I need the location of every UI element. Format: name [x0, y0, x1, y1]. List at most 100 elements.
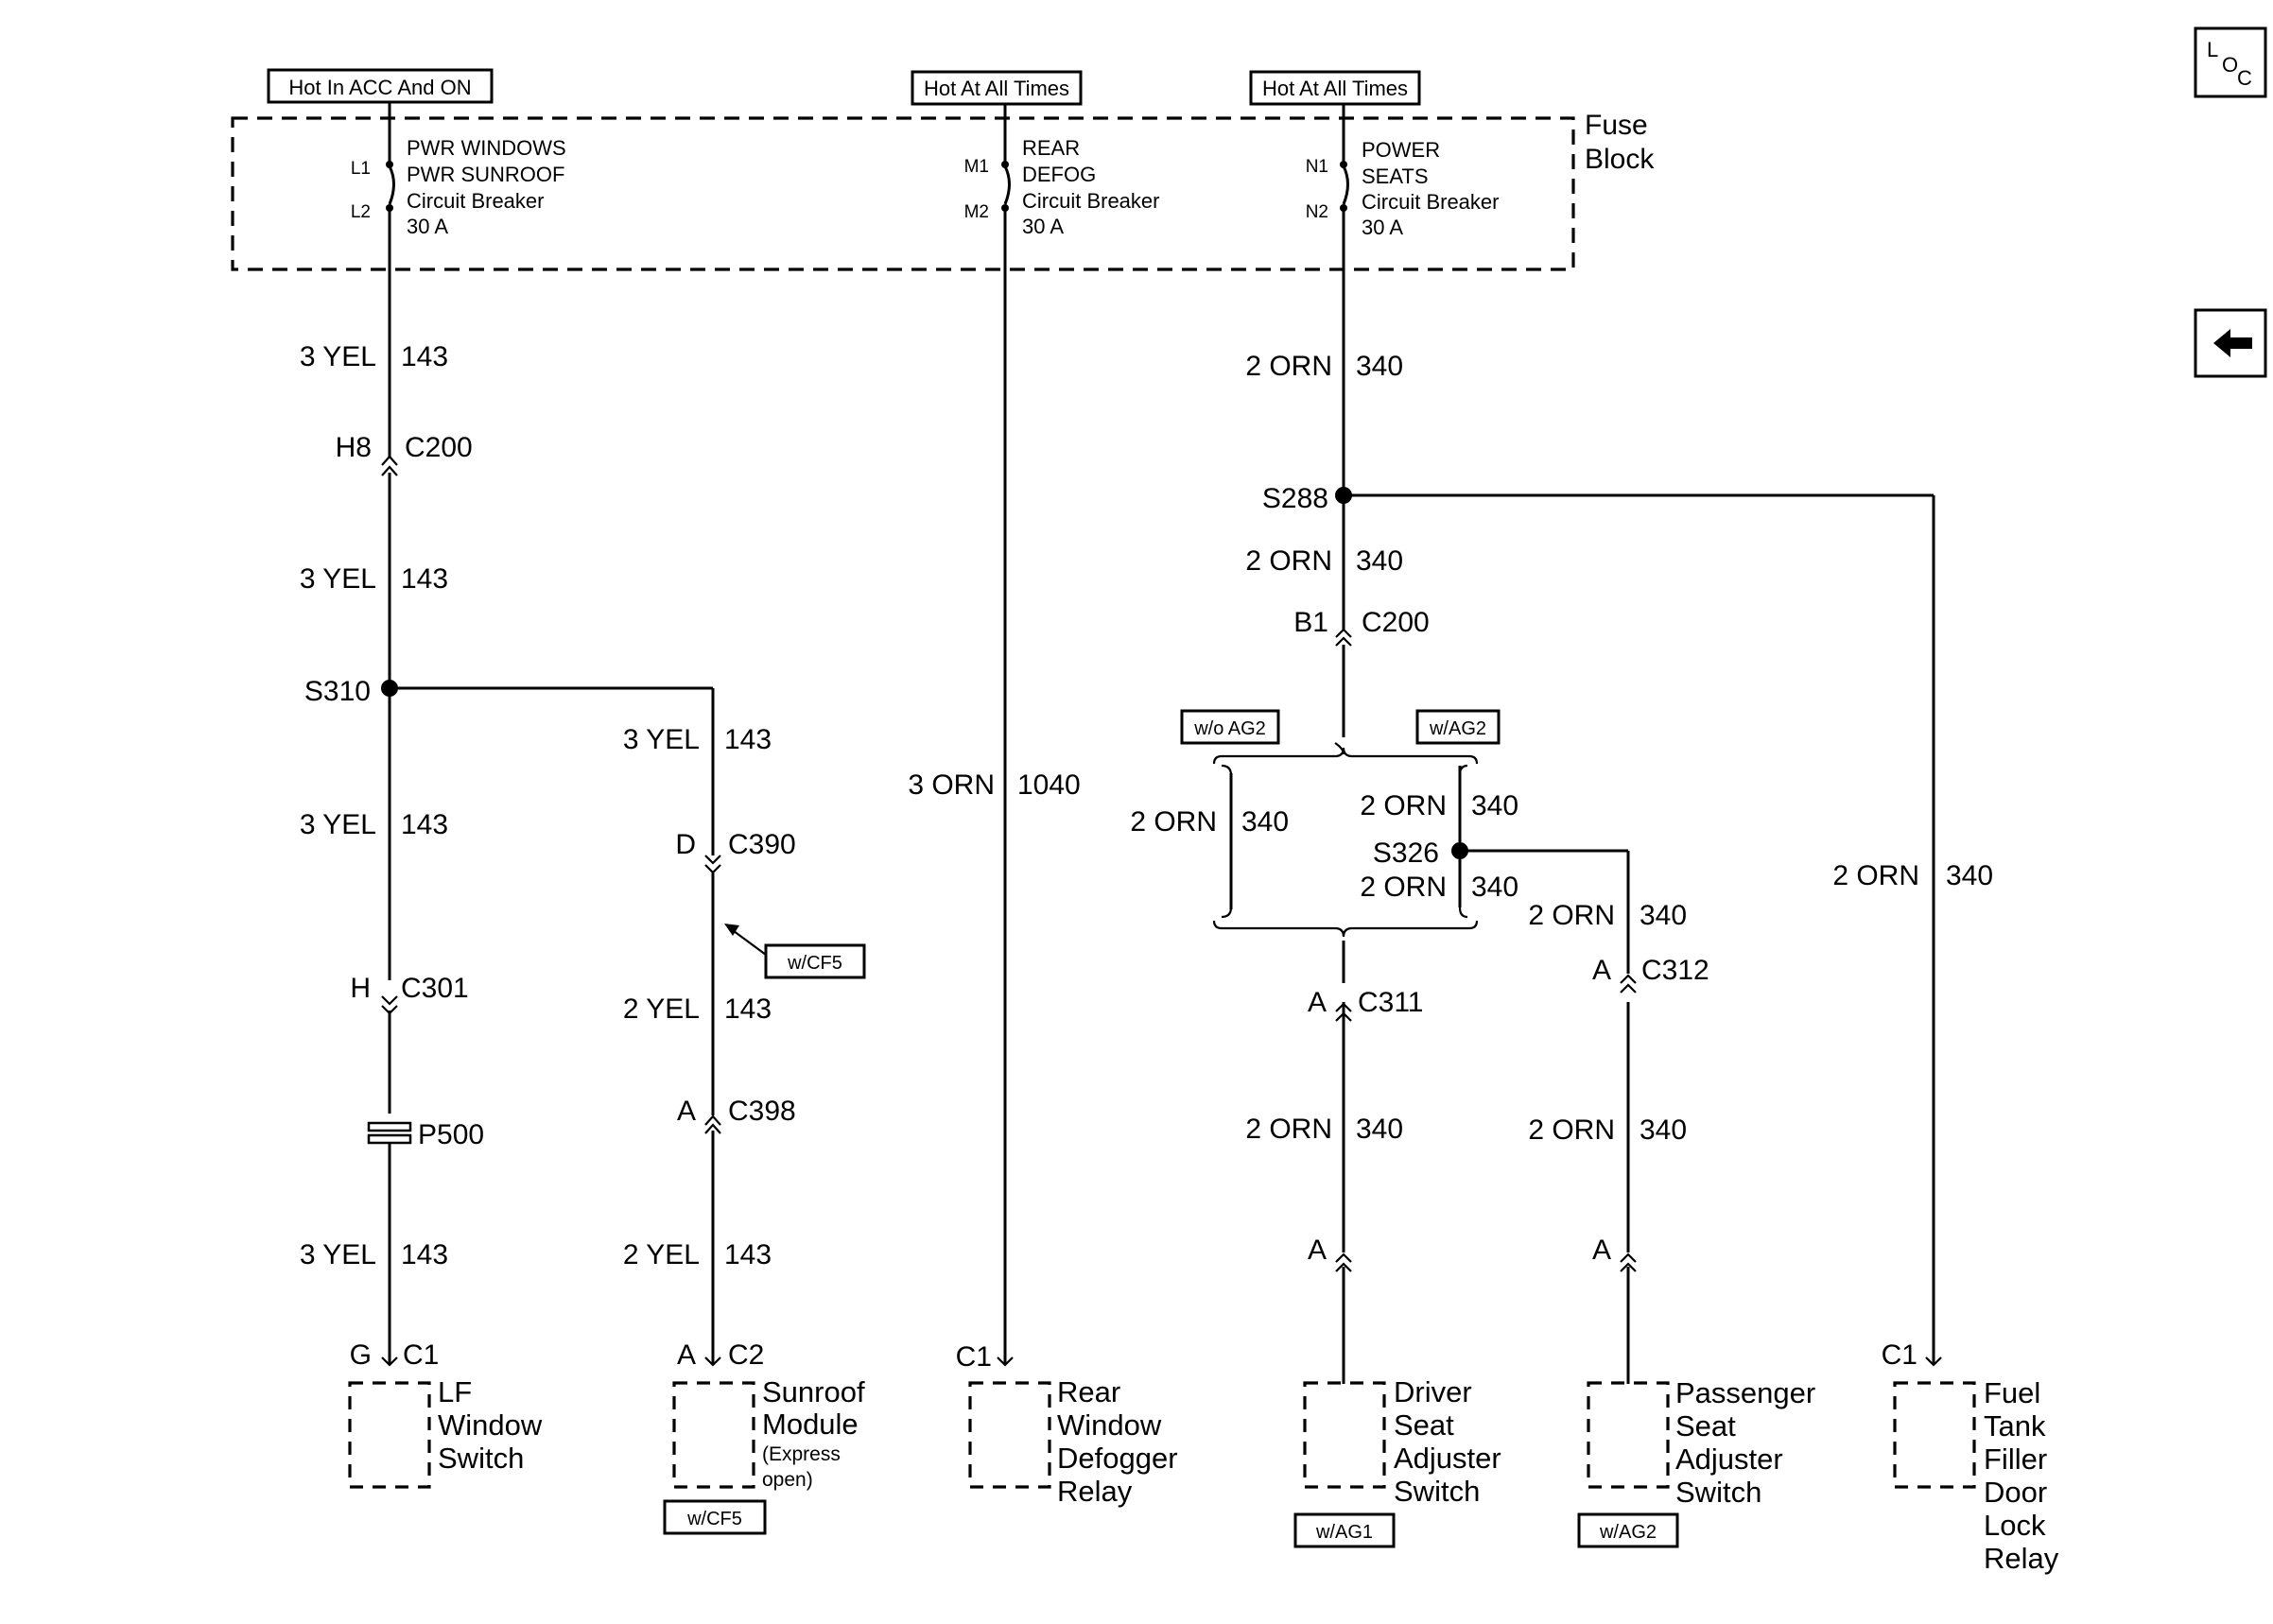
svg-text:2 YEL: 2 YEL [623, 993, 700, 1025]
breaker-symbol-2 [1001, 118, 1011, 212]
breaker-2-pin-in: M1 [964, 157, 989, 177]
svg-text:A: A [1308, 1235, 1327, 1266]
svg-text:340: 340 [1471, 872, 1518, 903]
svg-text:w/CF5: w/CF5 [787, 953, 842, 974]
svg-text:340: 340 [1356, 351, 1403, 382]
svg-text:2 ORN: 2 ORN [1528, 1114, 1615, 1146]
svg-text:Filler: Filler [1984, 1443, 2047, 1476]
svg-text:340: 340 [1356, 545, 1403, 577]
lf-window-switch-box [348, 1381, 431, 1489]
svg-text:C390: C390 [728, 829, 796, 860]
breaker-symbol-3 [1340, 118, 1349, 212]
svg-text:Seat: Seat [1675, 1409, 1736, 1443]
svg-text:340: 340 [1640, 1114, 1687, 1146]
svg-text:Switch: Switch [1675, 1476, 1761, 1509]
svg-text:O: O [2222, 53, 2238, 77]
breaker-3-line-4: 30 A [1362, 216, 1403, 239]
breaker-2-line-2: DEFOG [1022, 163, 1096, 186]
svg-text:C312: C312 [1641, 955, 1709, 986]
defogger-relay-box [968, 1381, 1051, 1489]
svg-text:C200: C200 [1362, 607, 1430, 638]
svg-text:G: G [350, 1339, 372, 1371]
svg-text:w/o AG2: w/o AG2 [1193, 718, 1266, 739]
svg-text:A: A [1308, 987, 1327, 1018]
back-arrow-icon[interactable] [2194, 308, 2267, 378]
svg-text:143: 143 [401, 1239, 448, 1270]
driver-seat-switch-box [1303, 1381, 1386, 1489]
svg-text:L: L [2207, 38, 2218, 61]
breaker-1-line-2: PWR SUNROOF [407, 163, 564, 186]
breaker-3-line-1: POWER [1362, 138, 1440, 162]
svg-text:C1: C1 [1882, 1339, 1917, 1371]
svg-text:open): open) [762, 1469, 813, 1491]
option-tag-ag1: w/AG1 [1293, 1512, 1396, 1548]
svg-text:Seat: Seat [1394, 1408, 1454, 1442]
svg-text:3 ORN: 3 ORN [908, 769, 995, 801]
p500-label: P500 [418, 1119, 484, 1150]
svg-text:143: 143 [724, 724, 772, 755]
svg-text:C301: C301 [401, 973, 469, 1004]
svg-text:143: 143 [401, 809, 448, 840]
option-tag-cf5-arrow: w/CF5 [724, 924, 866, 979]
component-label-sunroof-module: Sunroof Module (Express open) [762, 1375, 865, 1491]
option-tag-w-ag2-top: w/AG2 [1415, 709, 1501, 745]
svg-text:D: D [675, 829, 696, 860]
breaker-symbol-1 [386, 118, 395, 212]
svg-text:H: H [350, 973, 371, 1004]
option-tag-cf5-sunroof: w/CF5 [663, 1499, 767, 1535]
svg-text:C398: C398 [728, 1096, 796, 1127]
breaker-1-line-1: PWR WINDOWS [407, 136, 566, 160]
breaker-3-pin-in: N1 [1306, 157, 1328, 177]
wire-labels: 3 YEL 143 3 YEL 143 3 YEL 143 3 YEL 143 … [300, 341, 1993, 1270]
svg-text:2 ORN: 2 ORN [1245, 351, 1332, 382]
svg-text:1040: 1040 [1017, 769, 1081, 801]
svg-text:2 YEL: 2 YEL [623, 1239, 700, 1270]
svg-text:3 YEL: 3 YEL [300, 341, 376, 372]
svg-text:A: A [677, 1096, 696, 1127]
breaker-2-line-3: Circuit Breaker [1022, 189, 1159, 213]
svg-text:LF: LF [438, 1375, 472, 1408]
fuse-block-title-2: Block [1585, 144, 1655, 175]
svg-text:w/AG2: w/AG2 [1599, 1522, 1657, 1543]
svg-text:2 ORN: 2 ORN [1528, 900, 1615, 931]
connector-labels: H8 C200 D C390 H C301 A C398 G C1 A C2 C… [336, 432, 1917, 1373]
option-bracket-bottom [1212, 907, 1479, 938]
breaker-2-pin-out: M2 [964, 202, 989, 222]
svg-text:Lock: Lock [1984, 1509, 2046, 1542]
svg-text:A: A [1592, 955, 1611, 986]
svg-text:A: A [677, 1339, 696, 1371]
svg-text:C311: C311 [1358, 987, 1424, 1018]
breaker-3-line-3: Circuit Breaker [1362, 190, 1499, 214]
svg-text:Relay: Relay [1984, 1542, 2059, 1575]
svg-text:2 ORN: 2 ORN [1130, 806, 1217, 838]
svg-text:143: 143 [724, 993, 772, 1025]
breaker-1-line-3: Circuit Breaker [407, 189, 544, 213]
sunroof-module-box [672, 1381, 755, 1489]
wire-paths [388, 208, 1935, 1384]
svg-text:2 ORN: 2 ORN [1245, 1114, 1332, 1145]
svg-text:2 ORN: 2 ORN [1245, 545, 1332, 577]
svg-text:w/CF5: w/CF5 [686, 1509, 742, 1529]
option-bracket-top [1212, 742, 1479, 776]
breaker-1-pin-out: L2 [351, 202, 371, 222]
svg-text:C1: C1 [403, 1339, 439, 1371]
svg-text:A: A [1592, 1235, 1611, 1266]
splice-label-s326: S326 [1373, 838, 1439, 869]
svg-text:340: 340 [1946, 860, 1993, 891]
svg-text:2 ORN: 2 ORN [1360, 790, 1447, 821]
connector-symbols [381, 455, 1942, 1367]
splice-dot-s326 [1451, 842, 1468, 859]
component-label-lf-window-switch: LF Window Switch [438, 1375, 543, 1475]
svg-text:Defogger: Defogger [1057, 1442, 1178, 1475]
splice-dot-s288 [1335, 487, 1352, 504]
fuse-block-outline [231, 116, 1575, 271]
svg-text:3 YEL: 3 YEL [300, 1239, 376, 1270]
svg-text:Relay: Relay [1057, 1475, 1133, 1508]
svg-text:Hot At All Times: Hot At All Times [924, 77, 1069, 100]
component-label-driver-seat-switch: Driver Seat Adjuster Switch [1394, 1375, 1501, 1508]
loc-icon[interactable]: L O C [2194, 26, 2267, 98]
svg-text:Driver: Driver [1394, 1375, 1472, 1408]
svg-text:2 ORN: 2 ORN [1360, 872, 1447, 903]
svg-text:Door: Door [1984, 1476, 2047, 1509]
svg-text:Passenger: Passenger [1675, 1376, 1815, 1409]
